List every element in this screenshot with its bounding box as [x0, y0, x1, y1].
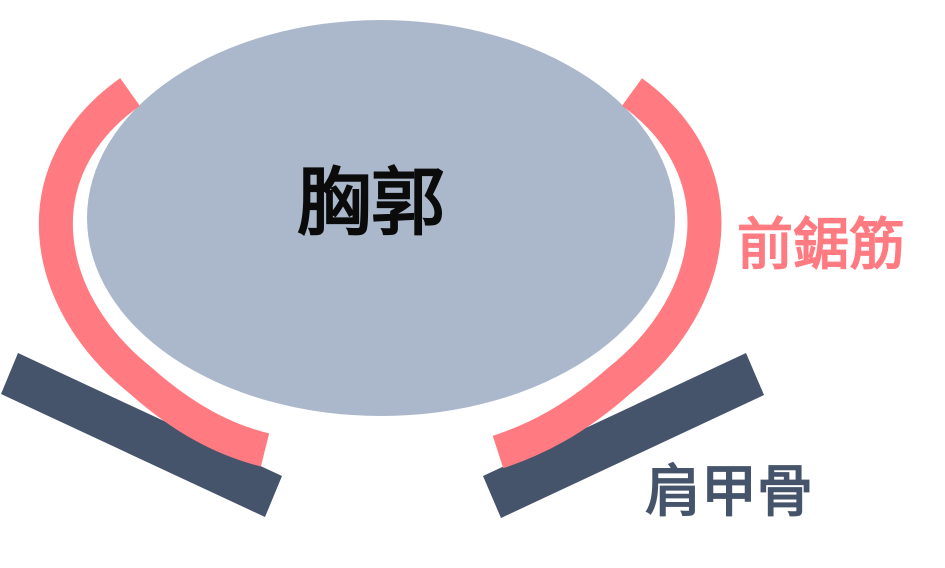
serratus-anterior-left: [38, 78, 270, 467]
scapula-label: 肩甲骨: [645, 460, 813, 525]
scapula-left: [1, 353, 282, 517]
serratus-anterior-label: 前鋸筋: [737, 213, 905, 278]
thorax-ellipse: [87, 20, 675, 416]
thorax-label: 胸郭: [297, 160, 445, 246]
scapula-right: [483, 353, 764, 518]
serratus-anterior-right: [492, 78, 722, 469]
